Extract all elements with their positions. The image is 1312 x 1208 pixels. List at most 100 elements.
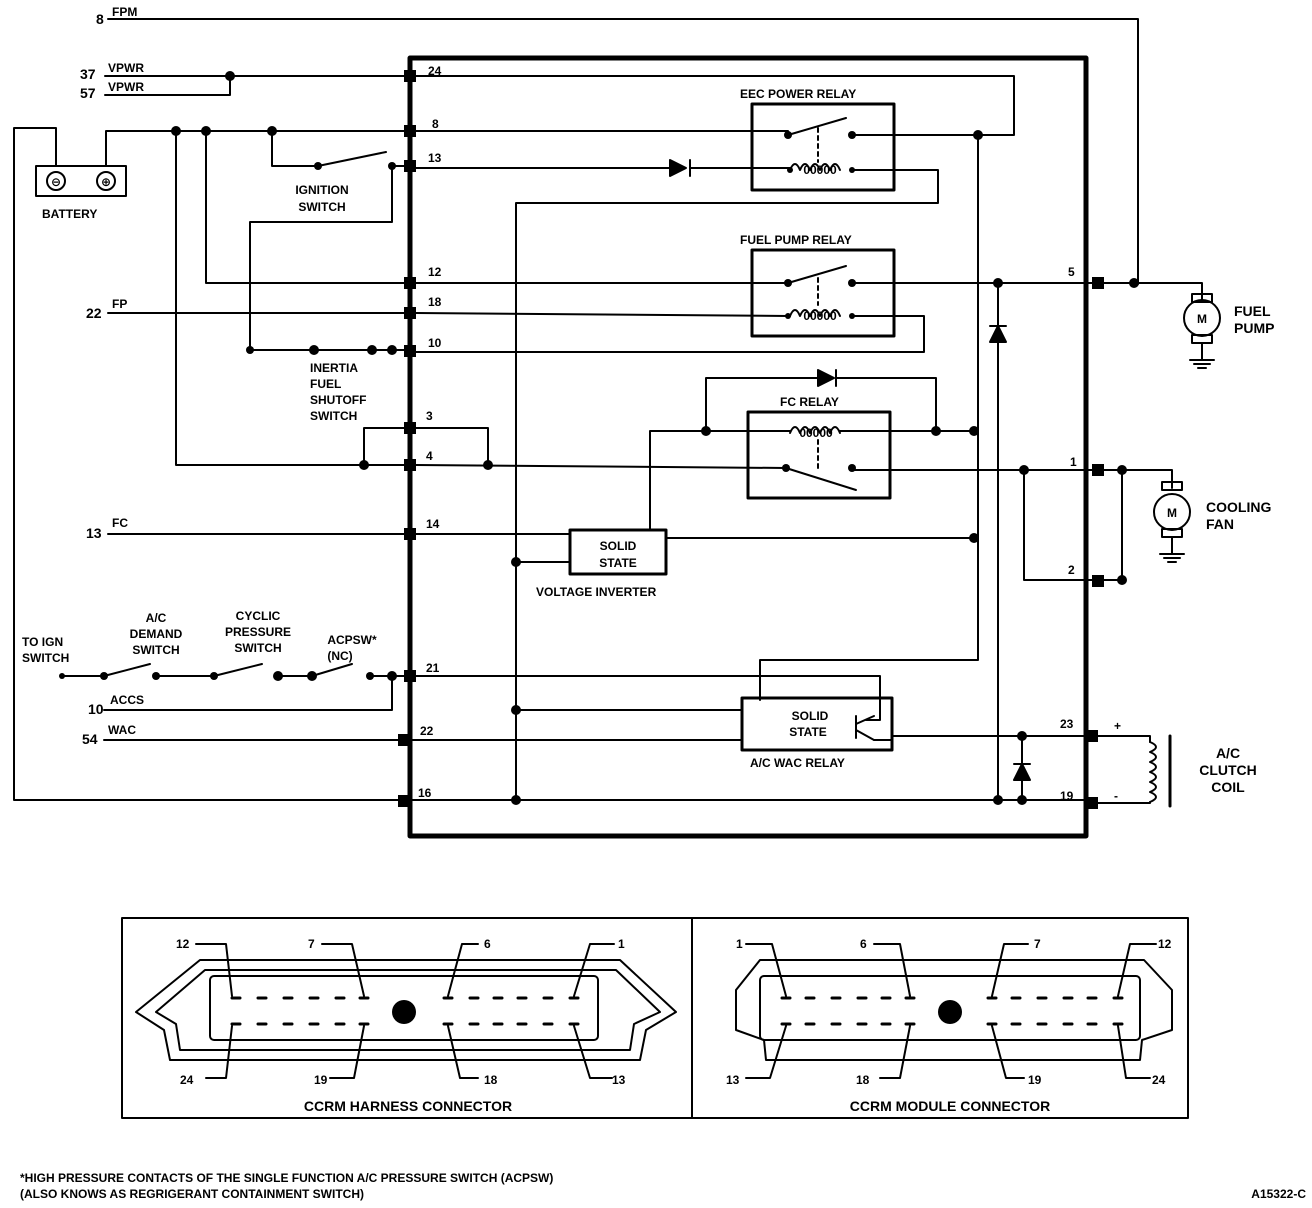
ac-wac-solid-1: SOLID: [792, 709, 829, 723]
coil-minus: -: [1114, 789, 1118, 803]
wire-fp-name: FP: [112, 297, 127, 311]
harness-bottom-label-24: 24: [180, 1073, 194, 1087]
pin-2: 2: [1068, 563, 1075, 577]
fuel-pump-label-2: PUMP: [1234, 320, 1274, 336]
ccrm-harness-connector: 12 7 6 1 24 19 18 13 CCRM HARNESS CONNEC…: [135, 937, 677, 1114]
to-ign-switch-label-1: TO IGN: [22, 635, 63, 649]
fuel-pump-label-1: FUEL: [1234, 303, 1271, 319]
voltage-inverter-solid-2: STATE: [599, 556, 637, 570]
fc-relay: FC RELAY 3 4: [175, 130, 1093, 531]
inertia-fuel-shutoff-switch: INERTIA FUEL SHUTOFF SWITCH: [246, 345, 397, 423]
cooling-fan-label-2: FAN: [1206, 516, 1234, 532]
voltage-inverter-label: VOLTAGE INVERTER: [536, 585, 657, 599]
wire-vpwr1-num: 37: [80, 66, 96, 82]
wire-accs-name: ACCS: [110, 693, 144, 707]
wire-fc-num: 13: [86, 525, 102, 541]
pin-12: 12: [428, 265, 442, 279]
module-connector-title: CCRM MODULE CONNECTOR: [850, 1098, 1050, 1114]
ac-demand-switch-label-2: DEMAND: [130, 627, 183, 641]
inertia-label-2: FUEL: [310, 377, 341, 391]
ac-clutch-coil-label-2: CLUTCH: [1199, 762, 1257, 778]
ac-demand-switch-label-1: A/C: [146, 611, 167, 625]
harness-bottom-label-19: 19: [314, 1073, 328, 1087]
module-top-label-6: 6: [860, 937, 867, 951]
voltage-inverter: 13 FC 14 SOLID STATE VOLTAGE INVERTER: [86, 516, 979, 599]
wire-vpwr2-num: 57: [80, 85, 96, 101]
fuel-pump-coil-text: 00000: [803, 309, 837, 323]
pin-21: 21: [426, 661, 440, 675]
ignition-switch: 13 IGNITION SWITCH: [249, 130, 442, 351]
acpsw-label-1: ACPSW*: [327, 633, 377, 647]
harness-bottom-label-13: 13: [612, 1073, 626, 1087]
cooling-fan-motor-icon: M: [1167, 506, 1177, 520]
module-pins: [780, 996, 1124, 1026]
fuel-pump: 5 M FUEL PUMP: [1068, 265, 1274, 369]
ccrm-module-connector: 1 6 7 12 13 18 19 24 CCRM MODULE CONNECT…: [726, 937, 1173, 1114]
fuel-pump-motor-icon: M: [1197, 312, 1207, 326]
module-top-label-7: 7: [1034, 937, 1041, 951]
wire-wac-num: 54: [82, 731, 98, 747]
wire-vpwr1-name: VPWR: [108, 61, 144, 75]
pin-13: 13: [428, 151, 442, 165]
wire-fc-name: FC: [112, 516, 128, 530]
ignition-switch-label-1: IGNITION: [295, 183, 348, 197]
wire-wac-name: WAC: [108, 723, 136, 737]
eec-power-relay: EEC POWER RELAY: [415, 87, 983, 801]
coil-plus: +: [1114, 719, 1121, 733]
fc-coil-text: 00000: [799, 426, 833, 440]
battery-neg-icon: ⊖: [51, 175, 61, 189]
pin-5: 5: [1068, 265, 1075, 279]
wire-accs-num: 10: [88, 701, 104, 717]
harness-bottom-label-18: 18: [484, 1073, 498, 1087]
ccrm-module-box: [407, 55, 1089, 839]
pin-10: 10: [428, 336, 442, 350]
ac-wac-solid-2: STATE: [789, 725, 827, 739]
harness-top-label-12: 12: [176, 937, 190, 951]
eec-power-relay-label: EEC POWER RELAY: [740, 87, 856, 101]
module-bottom-label-13: 13: [726, 1073, 740, 1087]
ac-clutch-coil-label-3: COIL: [1211, 779, 1245, 795]
eec-coil-text: 00000: [803, 163, 837, 177]
wire-fp-num: 22: [86, 305, 102, 321]
harness-top-label-7: 7: [308, 937, 315, 951]
to-ign-switch-label-2: SWITCH: [22, 651, 69, 665]
inertia-label-4: SWITCH: [310, 409, 357, 423]
ignition-switch-label-2: SWITCH: [298, 200, 345, 214]
wire-fpm: 8 FPM: [96, 5, 1139, 285]
fc-relay-label: FC RELAY: [780, 395, 839, 409]
pin-1: 1: [1070, 455, 1077, 469]
harness-pins-top: [230, 996, 580, 1026]
pin-14: 14: [426, 517, 440, 531]
ac-clutch-coil-label-1: A/C: [1216, 745, 1240, 761]
wire-vpwr: 37 VPWR 57 VPWR 24: [80, 61, 1015, 136]
inertia-label-3: SHUTOFF: [310, 393, 366, 407]
pin-16: 16: [418, 786, 432, 800]
cyclic-pressure-switch-label-1: CYCLIC: [236, 609, 281, 623]
module-top-label-12: 12: [1158, 937, 1172, 951]
battery-label: BATTERY: [42, 207, 97, 221]
pin-22: 22: [420, 724, 434, 738]
pin-4: 4: [426, 449, 433, 463]
fuel-pump-relay-label: FUEL PUMP RELAY: [740, 233, 852, 247]
cooling-fan: 1 2 M COOLING FAN: [1019, 455, 1271, 587]
ac-demand-switch-label-3: SWITCH: [132, 643, 179, 657]
ac-clutch-coil: 23 + 19 - A/C CLUTCH COIL: [1060, 717, 1257, 809]
wire-vpwr2-name: VPWR: [108, 80, 144, 94]
cyclic-pressure-switch-label-3: SWITCH: [234, 641, 281, 655]
battery: ⊖ ⊕ BATTERY: [13, 127, 411, 801]
pin-24: 24: [428, 64, 442, 78]
battery-pos-icon: ⊕: [101, 175, 111, 189]
pin-19: 19: [1060, 789, 1074, 803]
module-bottom-label-18: 18: [856, 1073, 870, 1087]
cooling-fan-label-1: COOLING: [1206, 499, 1271, 515]
connector-panel: [121, 917, 1189, 1119]
ac-wac-relay-label: A/C WAC RELAY: [750, 756, 845, 770]
wire-fpm-name: FPM: [112, 5, 137, 19]
wire-fpm-num: 8: [96, 11, 104, 27]
acpsw-label-2: (NC): [327, 649, 352, 663]
cyclic-pressure-switch-label-2: PRESSURE: [225, 625, 291, 639]
harness-top-label-6: 6: [484, 937, 491, 951]
pin-18: 18: [428, 295, 442, 309]
module-top-label-1: 1: [736, 937, 743, 951]
